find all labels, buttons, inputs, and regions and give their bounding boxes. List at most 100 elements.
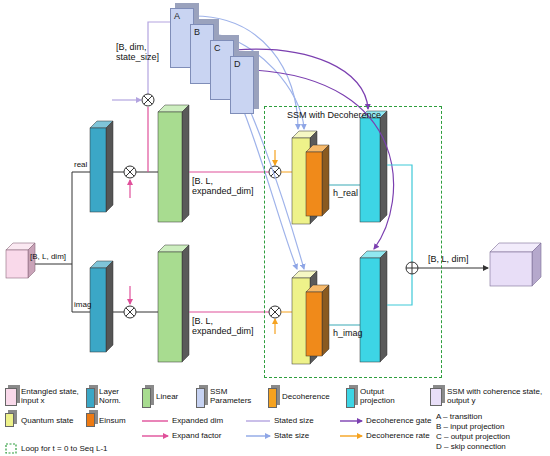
- legend-text: Decoherence: [282, 392, 338, 401]
- legend-swatch: [5, 388, 17, 406]
- legend-text: Expanded dim: [172, 416, 242, 425]
- expand-factor-arrow: [129, 286, 130, 304]
- dimension-label: [B, dim, state_size]: [116, 42, 170, 62]
- dimension-label: h_real: [333, 188, 361, 198]
- legend-loop-sample: [6, 444, 16, 453]
- split-wire: [35, 172, 90, 312]
- legend-line-sample: [246, 420, 270, 421]
- branch-wire: [113, 172, 158, 312]
- dimension-label: imag: [74, 300, 92, 309]
- dimension-label: real: [74, 160, 92, 169]
- decoherence-rate-arrow: [274, 150, 275, 165]
- legend-arrow-sample: [142, 435, 168, 436]
- legend-line-sample: [142, 420, 168, 421]
- legend-swatch: [5, 413, 14, 427]
- decoherence-rate-arrow: [274, 319, 275, 334]
- legend-text: Quantum state: [21, 416, 81, 425]
- add-circle: [406, 262, 418, 274]
- multiply-symbol: [142, 94, 154, 106]
- linear-slab: [158, 112, 182, 222]
- decoherence-slab: [306, 292, 322, 356]
- node-title: A: [174, 11, 193, 21]
- legend-arrow-sample: [340, 420, 362, 421]
- input-cube-front: [6, 250, 28, 278]
- output-wire: [418, 268, 488, 269]
- decoherence-gate-wire: [234, 49, 368, 109]
- parameter-key: B – input projection: [436, 422, 548, 431]
- expand-factor-arrow: [129, 180, 130, 198]
- ssm-parameter-slab: D: [230, 56, 254, 114]
- multiply-circle: [142, 94, 154, 106]
- legend-swatch: [86, 388, 95, 408]
- node-title: SSM with Decoherence: [287, 110, 441, 120]
- node-title: D: [234, 59, 253, 69]
- hidden-state-wire: [329, 185, 360, 325]
- expanded-dim-wire: [189, 172, 269, 312]
- multiply-circle: [124, 166, 136, 178]
- layer-norm-side: [106, 121, 113, 212]
- decoherence-gate-wire: [254, 70, 394, 249]
- legend-text: SSM Parameters: [210, 387, 260, 405]
- decoherence-side: [322, 145, 329, 216]
- linear-slab: [158, 252, 182, 362]
- node-title: B: [194, 27, 213, 37]
- legend-text: Expand factor: [172, 431, 242, 440]
- dimension-label: [B, L, dim]: [30, 252, 76, 261]
- legend-swatch: [86, 413, 95, 427]
- legend-arrow-sample: [246, 435, 270, 436]
- dimension-label: [B. L, expanded_dim]: [192, 316, 264, 336]
- linear-side: [182, 245, 189, 362]
- legend-text: Layer Norm.: [99, 387, 135, 405]
- legend-text: Linear: [156, 392, 192, 401]
- output-projection-slab: [360, 118, 380, 222]
- decoherence-side: [322, 285, 329, 356]
- parameter-key: A – transition: [436, 412, 548, 421]
- layer-norm-side: [106, 261, 113, 352]
- legend-text: SSM with coherence state, output y: [447, 387, 547, 405]
- parameter-key: D – skip connection: [436, 442, 548, 451]
- legend-swatch: [346, 388, 355, 408]
- node-title: C: [214, 43, 233, 53]
- layer-norm-slab: [90, 268, 106, 352]
- multiply-cross: [126, 308, 134, 316]
- decoherence-wire: [281, 172, 292, 312]
- dimension-label: [B, L, dim]: [428, 254, 486, 264]
- multiply-circle: [124, 306, 136, 318]
- multiply-circle: [269, 306, 281, 318]
- legend-arrow-sample: [340, 435, 362, 436]
- legend-swatch: [196, 388, 205, 408]
- legend-text: Decoherence rate: [366, 431, 432, 440]
- legend-text: Output projection: [360, 387, 416, 405]
- add-symbol: [406, 262, 418, 274]
- legend-swatch: [142, 388, 151, 408]
- multiply-cross: [271, 308, 279, 316]
- linear-side: [182, 105, 189, 222]
- multiply-cross: [144, 96, 152, 104]
- legend-text: Stated size: [274, 416, 338, 425]
- state-size-arrow: [112, 99, 141, 100]
- multiply-cross: [126, 168, 134, 176]
- dimension-label: [B. L, expanded_dim]: [192, 176, 264, 196]
- multiply-symbol: [269, 306, 281, 318]
- decoherence-slab: [306, 152, 322, 216]
- output-projection-slab: [360, 258, 380, 362]
- layer-norm-slab: [90, 128, 106, 212]
- projection-wire: [387, 165, 412, 305]
- expanded-dim-wire: [147, 107, 148, 172]
- output-projection-side: [380, 111, 387, 222]
- add-cross: [406, 262, 418, 274]
- legend-text: Entangled state, input x: [21, 387, 81, 405]
- dimension-label: h_imag: [333, 328, 361, 338]
- output-cube-front: [490, 252, 532, 286]
- output-cube-side: [532, 243, 541, 286]
- legend-text: Decoherence gate: [366, 416, 432, 425]
- parameter-wire: [194, 30, 297, 269]
- output-projection-side: [380, 251, 387, 362]
- legend-swatch: [430, 388, 442, 406]
- multiply-symbol: [124, 306, 136, 318]
- legend-text: State size: [274, 431, 338, 440]
- multiply-symbol: [124, 166, 136, 178]
- legend-swatch: [268, 388, 277, 408]
